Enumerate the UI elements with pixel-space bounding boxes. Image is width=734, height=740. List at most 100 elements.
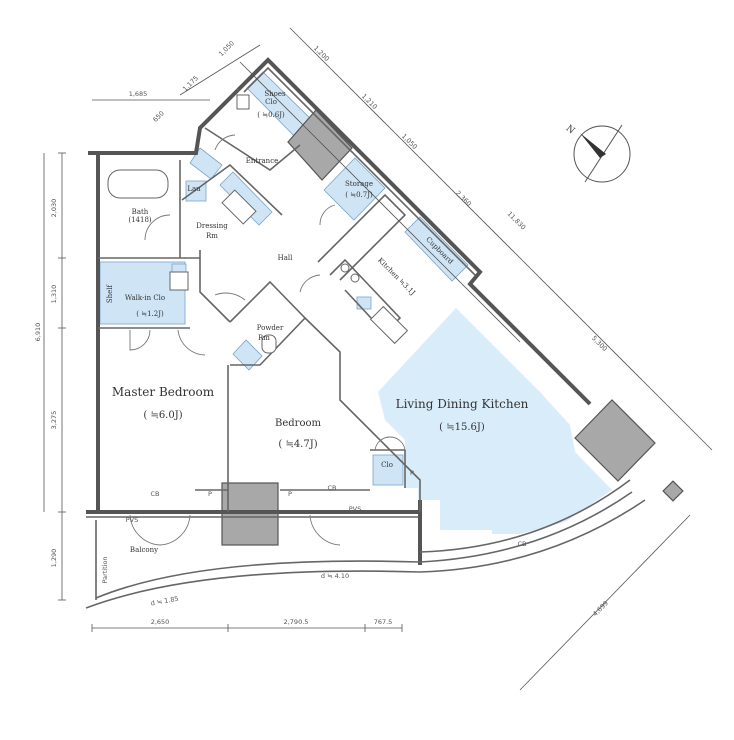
- dim-line-diag-outer: [289, 27, 713, 451]
- dim-vert-balcony: 1,290: [50, 549, 58, 568]
- dressing-sink: [221, 189, 257, 225]
- door-bedroom: [214, 292, 246, 301]
- kitchen-name: Kitchen ≒3.1J: [376, 256, 417, 297]
- bedroom-name: Bedroom: [275, 418, 321, 429]
- door-clo-2: [389, 436, 406, 451]
- bathtub: [107, 169, 169, 199]
- dim-line-bottom-right: [519, 514, 691, 691]
- wall-hall-left: [199, 250, 231, 323]
- storage-area: ( ≒0.7J): [345, 191, 373, 199]
- bedroom-clo-fill: [372, 454, 404, 486]
- dim-diag-2: 1,210: [360, 92, 379, 111]
- ldk-area: ( ≒15.6J): [439, 422, 485, 433]
- dressing-name2: Rm: [206, 232, 218, 240]
- kitchen-patch: [356, 296, 372, 310]
- p-label-3: P: [410, 469, 414, 477]
- dim-top-b: 1,175: [181, 74, 200, 93]
- walkin-area: ( ≒1.2J): [136, 310, 164, 318]
- door-storage: [319, 204, 336, 226]
- pvs-label-2: PVS: [349, 505, 362, 513]
- pillar-top: [287, 109, 353, 181]
- wall-top-left: [88, 88, 240, 155]
- shoes-name: Shoes: [264, 90, 286, 98]
- pvs-label-1: PVS: [126, 516, 139, 524]
- kitchen-sink: [369, 305, 409, 345]
- shoes-area: ( ≒0.6J): [257, 111, 285, 119]
- dim-diag-5: 5,300: [590, 334, 609, 353]
- dim-right-bottom: 4,699: [591, 599, 610, 618]
- wall-entrance: [204, 127, 301, 171]
- dim-line-diag-inner: [239, 61, 521, 343]
- balcony-curve-inner: [95, 491, 633, 599]
- cb-label-2: CB: [328, 484, 337, 492]
- pillar-right: [574, 399, 656, 482]
- dim-balc-2: d ≒ 4.10: [321, 572, 349, 580]
- door-entrance: [214, 134, 236, 151]
- shelf-name: Shelf: [106, 283, 114, 303]
- ldk-curve-inner: [419, 479, 631, 553]
- clo-name: Clo: [381, 461, 393, 469]
- dressing-name: Dressing: [196, 222, 228, 230]
- door-balcony-3: [309, 514, 341, 546]
- dim-balc-1: d ≒ 1.85: [150, 595, 179, 608]
- cb-label-3: CB: [518, 540, 527, 548]
- door-bath: [144, 214, 171, 241]
- door-balcony-2: [159, 514, 191, 546]
- dim-vert-1: 2,030: [50, 199, 58, 218]
- storage-fill: [323, 157, 386, 221]
- dim-diag-4: 2,360: [454, 189, 473, 208]
- powder-name: Powder: [257, 324, 284, 332]
- hall-name: Hall: [278, 254, 294, 262]
- master-area: ( ≒6.0J): [143, 410, 182, 421]
- partition-label: Partition: [101, 556, 109, 583]
- wall-bedroom-ldk: [304, 317, 421, 512]
- washer: [169, 271, 189, 291]
- door-kitchen: [299, 274, 321, 293]
- wall-facade: [236, 57, 592, 406]
- wall-kitchen: [317, 193, 407, 281]
- door-balcony-1: [129, 514, 161, 546]
- wall-facade-inner: [243, 66, 476, 276]
- walkin-name: Walk-in Clo: [125, 294, 165, 302]
- dim-left-top: 1,685: [129, 90, 148, 98]
- pillar-outdoor: [662, 480, 684, 502]
- storage-name: Storage: [345, 180, 373, 188]
- dim-vert-3: 3,275: [50, 411, 58, 430]
- dim-top-c: 650: [151, 109, 165, 123]
- p-label-2: P: [288, 490, 292, 498]
- lau-name: Lau: [187, 185, 201, 193]
- balcony-name: Balcony: [130, 546, 158, 554]
- dim-diag-total: 11,830: [506, 210, 528, 232]
- p-label-1: P: [208, 490, 212, 498]
- dim-bottom-2: 2,790.5: [284, 618, 309, 626]
- ldk-name: Living Dining Kitchen: [396, 397, 529, 411]
- master-name: Master Bedroom: [112, 385, 215, 399]
- dim-bottom-1: 2,650: [151, 618, 170, 626]
- dim-diag-3: 1,050: [400, 132, 419, 151]
- shoes-shelf: [236, 94, 250, 110]
- dim-top-a: 1,050: [217, 39, 236, 58]
- entrance-name: Entrance: [246, 157, 279, 165]
- door-master: [177, 329, 206, 356]
- powder-name2: Rm: [258, 334, 270, 342]
- stove-burner-2: [350, 273, 360, 283]
- stove-burner-1: [340, 263, 350, 273]
- wall-dressing: [181, 163, 283, 216]
- bath-sub: (1418): [128, 216, 152, 224]
- dim-vert-total: 6,910: [34, 323, 42, 342]
- door-clo: [374, 436, 391, 451]
- toilet: [261, 334, 277, 354]
- ldk-floor: [378, 308, 612, 534]
- dim-line-top-angled: [179, 44, 261, 96]
- compass: N: [564, 124, 631, 183]
- cupboard-fill: [404, 216, 469, 282]
- compass-label: N: [564, 124, 577, 137]
- bedroom-area: ( ≒4.7J): [278, 439, 317, 450]
- dim-diag-1: 1,200: [312, 44, 331, 63]
- dim-vert-2: 1,310: [50, 285, 58, 304]
- dim-bottom-3: 767.5: [374, 618, 393, 626]
- bath-name: Bath: [132, 208, 149, 216]
- door-walkin: [129, 329, 151, 351]
